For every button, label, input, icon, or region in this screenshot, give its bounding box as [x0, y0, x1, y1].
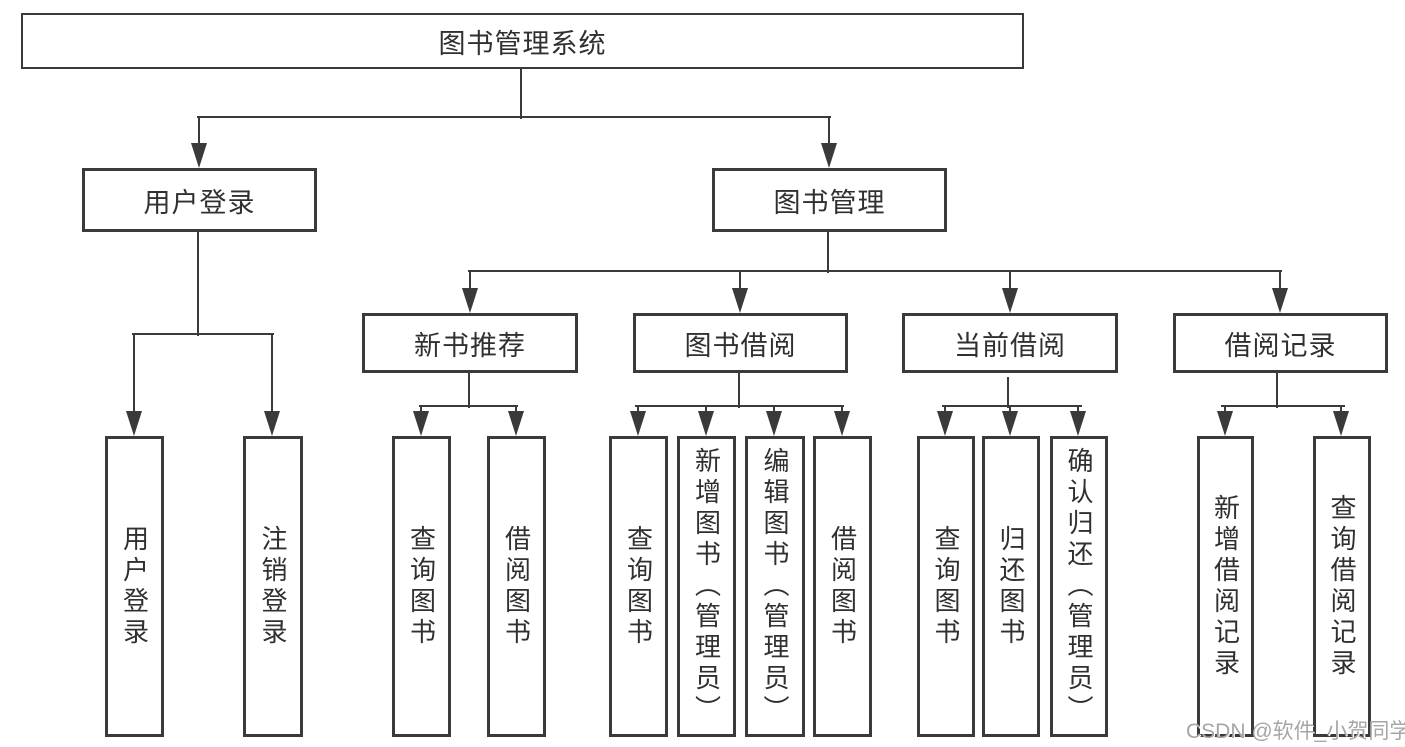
leaf-label: 用户登录 [119, 524, 150, 649]
leaf-label: 新增借阅记录 [1210, 493, 1241, 680]
node-current-borrow: 当前借阅 [902, 313, 1118, 373]
arrow-down-icon [126, 411, 142, 436]
leaf-label: 新增图书（管理员） [691, 447, 722, 726]
leaf-confirm-return-admin: 确认归还（管理员） [1050, 436, 1108, 737]
node-borrow-record: 借阅记录 [1173, 313, 1388, 373]
arrow-down-icon [732, 288, 748, 313]
connector-arrow-shaft [739, 271, 741, 299]
arrow-down-icon [698, 411, 714, 436]
arrow-down-icon [1272, 288, 1288, 313]
connector-vertical-line [468, 373, 470, 408]
leaf-user-login: 用户登录 [105, 436, 164, 737]
node-new-book-recommend-label: 新书推荐 [414, 330, 526, 361]
leaf-label: 查询借阅记录 [1327, 493, 1357, 680]
leaf-label: 查询图书 [931, 524, 961, 649]
connector-arrow-shaft [1279, 271, 1281, 299]
connector-vertical-line [520, 69, 522, 119]
csdn-watermark: CSDN @软件_小贺同学 [1186, 720, 1405, 743]
connector-horizontal-line [1221, 405, 1345, 407]
arrow-down-icon [937, 411, 953, 436]
leaf-return-books: 归还图书 [982, 436, 1040, 737]
leaf-add-borrow-record: 新增借阅记录 [1197, 436, 1254, 737]
connector-arrow-shaft [133, 334, 135, 422]
leaf-label: 借阅图书 [827, 524, 858, 649]
leaf-add-books-admin: 新增图书（管理员） [677, 436, 736, 737]
node-book-management-label: 图书管理 [773, 187, 886, 218]
connector-horizontal-line [942, 405, 1082, 407]
node-book-borrow-label: 图书借阅 [684, 330, 797, 361]
leaf-label: 编辑图书（管理员） [760, 447, 790, 726]
arrow-down-icon [1002, 288, 1018, 313]
node-book-management: 图书管理 [712, 168, 947, 232]
leaf-label: 查询图书 [406, 524, 437, 649]
leaf-label: 归还图书 [996, 524, 1026, 649]
node-book-borrow: 图书借阅 [633, 313, 848, 373]
connector-horizontal-line [132, 333, 274, 335]
arrow-down-icon [1333, 411, 1349, 436]
connector-vertical-line [1007, 377, 1009, 408]
node-user-login-label: 用户登录 [143, 187, 256, 218]
connector-horizontal-line [468, 270, 1282, 272]
leaf-query-borrow-record: 查询借阅记录 [1313, 436, 1371, 737]
leaf-logout: 注销登录 [243, 436, 303, 737]
leaf-query-books-1: 查询图书 [392, 436, 451, 737]
arrow-down-icon [413, 411, 429, 436]
arrow-down-icon [191, 143, 207, 168]
arrow-down-icon [630, 411, 646, 436]
leaf-query-books-2: 查询图书 [609, 436, 668, 737]
connector-vertical-line [827, 232, 829, 273]
connector-horizontal-line [635, 405, 844, 407]
connector-arrow-shaft [271, 334, 273, 422]
connector-horizontal-line [197, 116, 831, 118]
arrow-down-icon [264, 411, 280, 436]
connector-vertical-line [1276, 373, 1278, 408]
node-root: 图书管理系统 [21, 13, 1024, 69]
connector-arrow-shaft [1009, 271, 1011, 299]
connector-vertical-line [197, 232, 199, 336]
connector-arrow-shaft [198, 117, 200, 154]
node-borrow-record-label: 借阅记录 [1224, 330, 1337, 361]
arrow-down-icon [508, 411, 524, 436]
connector-horizontal-line [419, 405, 518, 407]
leaf-borrow-books-1: 借阅图书 [487, 436, 546, 737]
leaf-label: 借阅图书 [501, 524, 532, 649]
node-user-login: 用户登录 [82, 168, 317, 232]
leaf-label: 确认归还（管理员） [1064, 447, 1094, 726]
arrow-down-icon [1002, 411, 1018, 436]
arrow-down-icon [1217, 411, 1233, 436]
connector-arrow-shaft [469, 271, 471, 299]
connector-arrow-shaft [828, 117, 830, 154]
arrow-down-icon [1070, 411, 1086, 436]
leaf-label: 查询图书 [623, 524, 654, 649]
arrow-down-icon [821, 143, 837, 168]
node-current-borrow-label: 当前借阅 [954, 330, 1066, 361]
leaf-query-books-3: 查询图书 [917, 436, 975, 737]
leaf-label: 注销登录 [258, 524, 288, 649]
leaf-borrow-books-2: 借阅图书 [813, 436, 872, 737]
arrow-down-icon [462, 288, 478, 313]
leaf-edit-books-admin: 编辑图书（管理员） [745, 436, 805, 737]
node-root-label: 图书管理系统 [438, 28, 607, 59]
connector-vertical-line [738, 373, 740, 408]
arrow-down-icon [766, 411, 782, 436]
node-new-book-recommend: 新书推荐 [362, 313, 578, 373]
arrow-down-icon [834, 411, 850, 436]
